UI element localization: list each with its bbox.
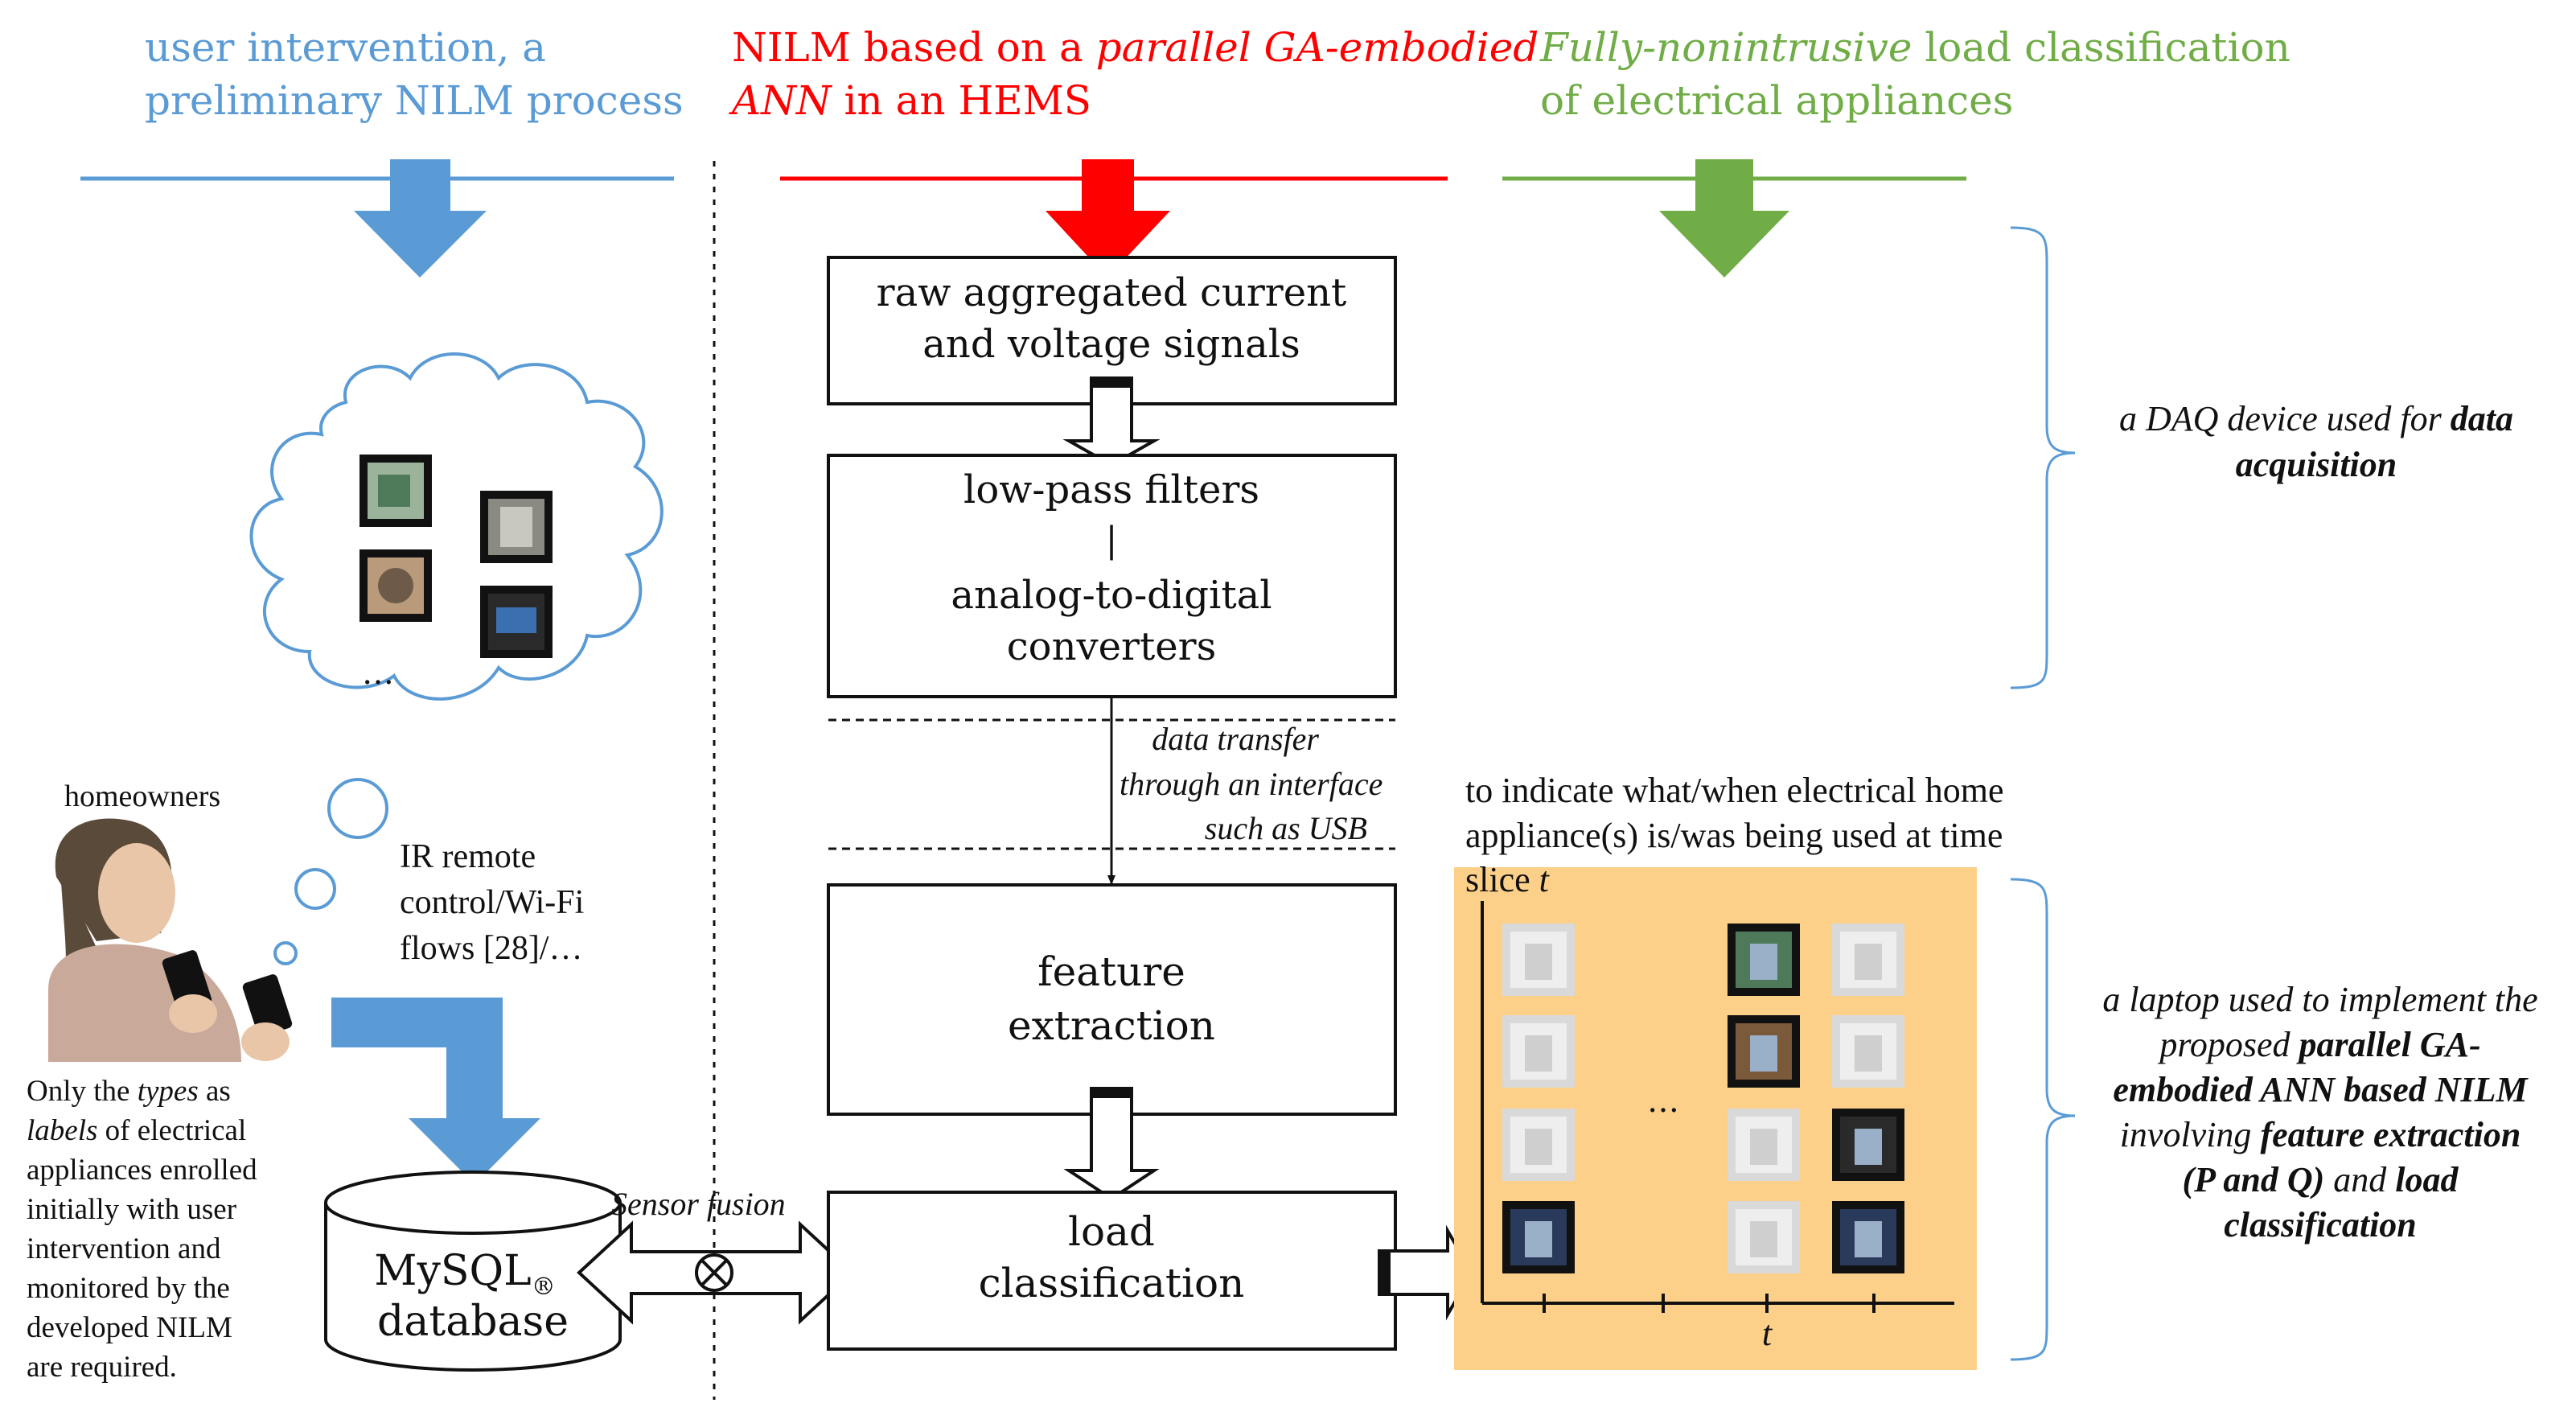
load-classification-box [827, 1191, 1397, 1351]
cloud-appliance-rice-cooker [480, 491, 553, 563]
appliance-off-cell [1502, 924, 1575, 996]
appliance-off-cell [1832, 1015, 1904, 1088]
cloud-appliance-fan [359, 549, 432, 622]
note-line2: labels of electrical [27, 1114, 246, 1147]
indicate-line1: to indicate what/when electrical home [1465, 771, 2004, 810]
cloud-appliance-kettle [359, 455, 432, 527]
transfer-line3: such as USB [1205, 810, 1367, 846]
thought-bubble-medium [294, 868, 336, 910]
thought-bubble-large [327, 778, 388, 839]
thought-cloud: … [249, 352, 664, 965]
time-axis-label: t [1762, 1314, 1773, 1353]
appliance-off-cell [1728, 1109, 1800, 1181]
header-left: user intervention, a preliminary NILM pr… [80, 24, 684, 278]
raw-signals-line2: and voltage signals [922, 322, 1300, 367]
header-middle-line1: NILM based on a parallel GA-embodied [732, 24, 1539, 71]
header-right-line2: of electrical appliances [1540, 77, 2013, 124]
laptop-annotation-line5: (P and Q) and load [2182, 1160, 2459, 1199]
daq-brace [2010, 226, 2076, 689]
laptop-annotation-line3: embodied ANN based NILM [2113, 1070, 2529, 1109]
note-line8: are required. [27, 1351, 177, 1384]
indicate-line2: appliance(s) is/was being used at time [1465, 816, 2003, 855]
homeowner-illustration [48, 818, 293, 1062]
note-line5: intervention and [27, 1232, 221, 1265]
load-classification-line1: load [1068, 1208, 1155, 1255]
header-middle-line2: ANN in an HEMS [729, 77, 1091, 124]
filters-line2: analog-to-digital [951, 573, 1272, 618]
database-label-line2: database [377, 1298, 569, 1346]
thought-bubble-small [273, 941, 298, 965]
sensor-fusion-link: Sensor fusion [577, 1186, 855, 1325]
cloud-appliance-tv [480, 586, 553, 658]
feature-extraction-line2: extraction [1008, 1002, 1215, 1049]
header-right: Fully-nonintrusive load classification o… [1502, 24, 2290, 278]
homeowners-label: homeowners [64, 780, 220, 813]
ir-remote-line3: flows [28]/… [400, 930, 582, 967]
appliance-off-cell [1502, 1109, 1575, 1181]
database-label-line1: MySQL® [374, 1247, 555, 1301]
ir-remote-line2: control/Wi-Fi [400, 884, 584, 921]
user-intervention-note: Only the types as labels of electrical a… [27, 1075, 257, 1384]
appliance-state-grid [1502, 924, 1904, 1273]
laptop-annotation-line6: classification [2224, 1205, 2417, 1244]
filters-separator: | [1106, 520, 1118, 561]
header-middle-down-arrow [1046, 159, 1170, 278]
header-right-down-arrow [1659, 159, 1789, 278]
user-input-arrow [331, 998, 540, 1184]
indicate-line3: slice t [1465, 860, 1551, 899]
sensor-fusion-label: Sensor fusion [611, 1186, 786, 1222]
laptop-annotation-line2: proposed parallel GA- [2157, 1025, 2480, 1064]
appliance-on-cell [1728, 924, 1800, 996]
appliance-on-cell [1502, 1201, 1575, 1273]
filters-line1: low-pass filters [963, 467, 1259, 512]
ir-remote-line1: IR remote [400, 838, 536, 875]
appliance-on-cell [1832, 1201, 1904, 1273]
flow-arrow-raw-to-filters [1062, 376, 1161, 467]
daq-annotation-line1: a DAQ device used for data [2119, 399, 2513, 438]
appliance-on-cell [1832, 1109, 1904, 1181]
header-left-line1: user intervention, a [145, 24, 546, 71]
feature-extraction-line1: feature [1037, 948, 1185, 995]
laptop-annotation-line4: involving feature extraction [2120, 1115, 2521, 1154]
laptop-annotation-line1: a laptop used to implement the [2102, 980, 2537, 1019]
note-line7: developed NILM [27, 1311, 232, 1344]
header-left-down-arrow [354, 159, 487, 278]
laptop-brace [2010, 878, 2076, 1361]
header-middle: NILM based on a parallel GA-embodied ANN… [729, 24, 1539, 278]
load-classification-line2: classification [979, 1260, 1245, 1306]
note-line6: monitored by the [27, 1272, 230, 1305]
cloud-ellipsis: … [362, 655, 394, 692]
raw-signals-line1: raw aggregated current [877, 270, 1347, 315]
note-line1: Only the types as [27, 1075, 231, 1108]
header-right-line1: Fully-nonintrusive load classification [1539, 24, 2290, 71]
appliance-off-cell [1728, 1201, 1800, 1273]
filters-line3: converters [1007, 624, 1216, 669]
feature-extraction-box [827, 883, 1397, 1116]
flow-arrow-features-to-classification [1063, 1087, 1160, 1201]
note-line4: initially with user [27, 1193, 236, 1226]
transfer-line1: data transfer [1152, 721, 1319, 757]
daq-annotation-line2: acquisition [2236, 445, 2397, 484]
grid-ellipsis: … [1647, 1083, 1679, 1120]
header-left-line2: preliminary NILM process [145, 77, 684, 124]
mysql-database: MySQL® database [324, 1170, 622, 1372]
transfer-line2: through an interface [1120, 766, 1382, 802]
appliance-on-cell [1728, 1015, 1800, 1088]
appliance-off-cell [1502, 1015, 1575, 1088]
note-line3: appliances enrolled [27, 1154, 257, 1187]
appliance-off-cell [1832, 924, 1904, 996]
thought-cloud-outline [249, 352, 664, 701]
